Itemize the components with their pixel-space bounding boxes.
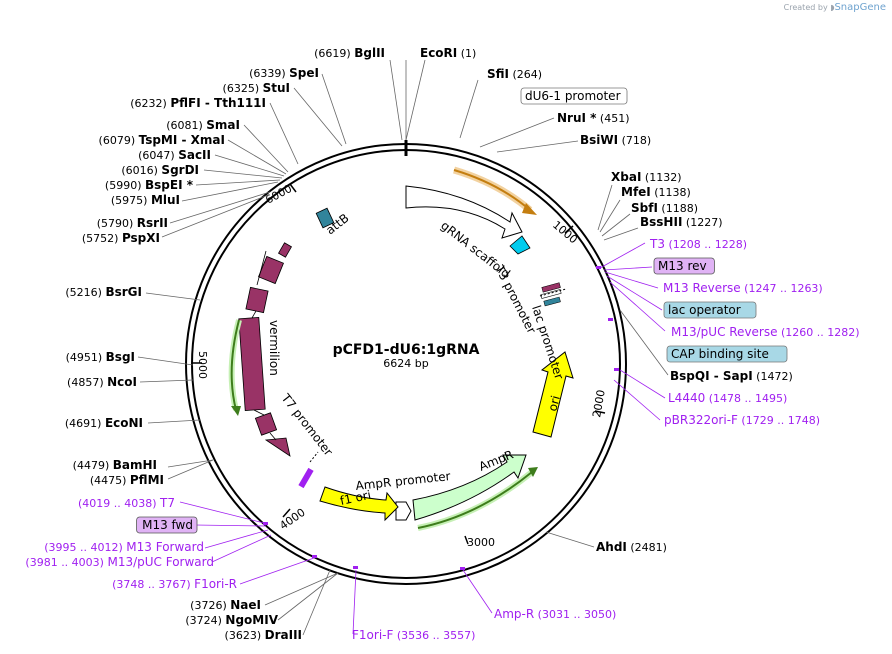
t7-small-feature	[298, 467, 314, 489]
leader-lines	[137, 59, 669, 636]
t7-small-tick	[309, 451, 319, 463]
site-label-sgrdi: (6016) SgrDI	[121, 163, 199, 177]
site-label-pspxi: (5752) PspXI	[82, 231, 160, 245]
primer-label-m13-reverse: M13 Reverse (1247 .. 1263)	[663, 281, 823, 295]
primer-label-m13-fwd-box	[136, 516, 198, 534]
site-label-mfei: MfeI (1138)	[621, 185, 691, 199]
site-label-sacii: (6047) SacII	[138, 148, 211, 162]
primer-label-pbr322ori-f: pBR322ori-F (1729 .. 1748)	[664, 413, 820, 427]
feature-label-cap-binding-site-box	[666, 345, 788, 363]
du6-promoter-arrowhead	[522, 203, 537, 215]
vermilion-outline-core	[230, 319, 240, 411]
f1-ori-arrow	[319, 486, 399, 522]
primer-label-t7: (4019 .. 4038) T7	[78, 496, 175, 510]
site-label-ngomiv: (3724) NgoMIV	[185, 613, 278, 627]
snapgene-credit: Created by ◗SnapGene	[784, 2, 886, 13]
site-label-smai: (6081) SmaI	[166, 118, 240, 132]
site-label-bspei-: (5990) BspEI *	[105, 178, 194, 192]
ampr-outline-arrowhead	[528, 467, 538, 477]
tick-label-5000: 5000	[196, 351, 209, 379]
label-vermilion: vermilion	[267, 320, 281, 376]
primer-label-m13-forward: (3995 .. 4012) M13 Forward	[44, 540, 204, 554]
label-f1-ori: f1 ori	[339, 488, 373, 508]
primer-label-m13-rev-box	[653, 257, 715, 275]
site-label-bglii: (6619) BglII	[314, 46, 385, 60]
site-label-ecori: EcoRI (1)	[420, 46, 476, 60]
lac-cluster	[539, 282, 567, 307]
vermilion-gene	[238, 242, 293, 457]
ori-arrow	[532, 351, 574, 438]
credit-prefix: Created by	[783, 3, 828, 12]
site-label-rsrii: (5790) RsrII	[97, 216, 168, 230]
feature-label-cap-binding-site: CAP binding site	[671, 347, 769, 361]
site-label-bsrgi: (5216) BsrGI	[65, 285, 142, 299]
tick-label-4000: 4000	[277, 506, 307, 533]
site-label-bsgi: (4951) BsgI	[66, 350, 135, 364]
site-label-spei: (6339) SpeI	[249, 66, 319, 80]
tick-label-2000: 2000	[590, 389, 608, 419]
site-label-bspqi-sapi: BspQI - SapI (1472)	[670, 369, 793, 383]
primer-label-m13-puc-reverse: M13/pUC Reverse (1260 .. 1282)	[671, 325, 860, 339]
site-label-tspmi-xmai: (6079) TspMI - XmaI	[99, 133, 225, 147]
site-label-nrui-: NruI * (451)	[557, 111, 630, 125]
feature-label-lac-operator: lac operator	[668, 303, 741, 317]
site-label-bamhi: (4479) BamHI	[73, 458, 157, 472]
credit-brand: SnapGene	[834, 2, 886, 13]
site-label-mlui: (5975) MluI	[111, 193, 180, 207]
attb-feature	[315, 207, 335, 229]
du6-promoter-arrow-core	[453, 169, 531, 211]
site-label-ncoi: (4857) NcoI	[67, 375, 137, 389]
site-label-xbai: XbaI (1132)	[611, 170, 681, 184]
feature-label-du6-1-promoter: dU6-1 promoter	[525, 89, 621, 103]
ampr-promoter-arrow	[395, 501, 412, 521]
site-label-stui: (6325) StuI	[223, 81, 290, 95]
site-label-ahdi: AhdI (2481)	[596, 540, 667, 554]
grna-scaffold-arrow	[405, 185, 523, 239]
label-t3-promoter: T3 promoter	[492, 262, 539, 336]
site-label-draiii: (3623) DraIII	[225, 628, 302, 642]
primer-ticks	[263, 266, 619, 570]
primer-label-m13-puc-forward: (3981 .. 4003) M13/pUC Forward	[25, 555, 214, 569]
tick-marks	[192, 183, 606, 545]
plasmid-name: pCFD1-dU6:1gRNA	[333, 342, 480, 358]
site-label-econi: (4691) EcoNI	[65, 416, 143, 430]
ampr-outline-green-core	[417, 471, 533, 529]
ampr-arrow	[412, 454, 527, 521]
vermilion-outline-arrowhead	[231, 406, 241, 416]
tick-label-3000: 3000	[467, 536, 495, 549]
feature-label-lac-operator-box	[663, 301, 757, 319]
primer-label-f1ori-f: F1ori-F (3536 .. 3557)	[352, 628, 475, 642]
primer-label-t3: T3 (1208 .. 1228)	[649, 237, 747, 251]
site-label-pflfi-tth111i: (6232) PflFI - Tth111I	[130, 96, 266, 110]
primer-label-l4440: L4440 (1478 .. 1495)	[668, 391, 787, 405]
plasmid-size: 6624 bp	[383, 357, 428, 370]
primer-label-m13-fwd: M13 fwd	[142, 518, 193, 532]
label-ori: ori	[545, 394, 563, 413]
site-label-bsshii: BssHII (1227)	[640, 215, 722, 229]
snapgene-logo-icon: ◗	[830, 3, 835, 12]
site-label-naei: (3726) NaeI	[190, 598, 261, 612]
site-label-pflmi: (4475) PflMI	[90, 473, 164, 487]
primer-leader-lines	[179, 242, 666, 635]
feature-label-du6-1-promoter-box	[520, 87, 628, 105]
primer-label-m13-rev: M13 rev	[658, 259, 707, 273]
site-label-sbfi: SbfI (1188)	[631, 201, 698, 215]
cyan-feature-arrow	[509, 235, 531, 255]
primer-label-amp-r: Amp-R (3031 .. 3050)	[494, 607, 616, 621]
site-label-sfii: SfiI (264)	[487, 67, 542, 81]
site-label-bsiwi: BsiWI (718)	[580, 133, 651, 147]
primer-label-f1ori-r: (3748 .. 3767) F1ori-R	[112, 577, 237, 591]
